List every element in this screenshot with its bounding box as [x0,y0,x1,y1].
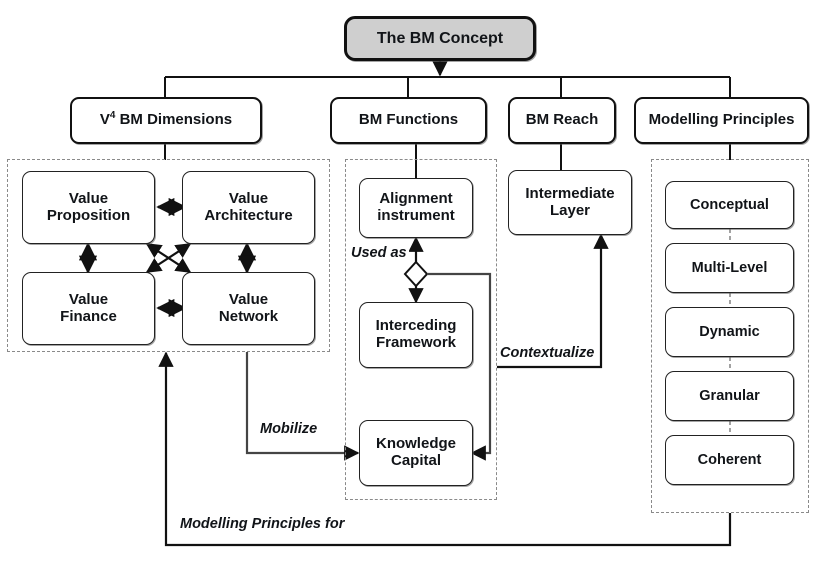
node-label-line2: Proposition [46,206,131,224]
node-value-architecture[interactable]: Value Architecture [182,171,315,244]
node-value-finance[interactable]: Value Finance [22,272,155,345]
node-bm-functions[interactable]: BM Functions [330,97,487,144]
edge-label-contextualize: Contextualize [498,345,597,361]
node-label: Value Proposition [46,189,131,225]
node-label-line2: Capital [390,452,441,469]
node-modelling-principles[interactable]: Modelling Principles [634,97,809,144]
node-label: BM Functions [358,111,459,129]
node-label: Knowledge Capital [375,435,456,470]
node-label-line2: Finance [60,307,117,325]
node-label: The BM Concept [376,29,504,47]
node-label: Dynamic [699,323,760,340]
node-label-line1: Alignment [379,190,453,208]
edge-distribution-bus [164,76,731,97]
edge-mobilize [245,352,360,461]
node-label-line2: Architecture [204,206,293,224]
node-label: Value Architecture [204,189,293,225]
node-label: Modelling Principles [648,111,795,129]
node-label: Value Finance [60,290,117,326]
node-label-line2: instrument [377,207,455,224]
node-label: Intermediate Layer [525,184,615,220]
node-label-line1: Intermediate [525,184,615,202]
node-knowledge-capital[interactable]: Knowledge Capital [359,420,473,486]
node-label-prefix: V [99,111,110,129]
edge-label-mobilize: Mobilize [258,421,320,437]
node-label: BM Reach [525,111,599,129]
edge-label-modelling-principles-for: Modelling Principles for [178,516,347,532]
node-principle-multi-level[interactable]: Multi-Level [665,243,794,293]
node-label: V4 BM Dimensions [99,110,233,129]
node-principle-granular[interactable]: Granular [665,371,794,421]
node-label-line2: Framework [375,334,457,351]
node-label: Value Network [218,290,279,326]
node-principle-coherent[interactable]: Coherent [665,435,794,485]
node-label: Conceptual [690,196,769,213]
node-bm-reach[interactable]: BM Reach [508,97,616,144]
node-principle-dynamic[interactable]: Dynamic [665,307,794,357]
node-label-line1: Interceding [375,317,457,335]
node-label: Granular [699,387,760,404]
node-label-line1: Value [228,189,269,207]
node-label-line1: Knowledge [375,435,456,453]
node-v4-bm-dimensions[interactable]: V4 BM Dimensions [70,97,262,144]
node-interceding-framework[interactable]: Interceding Framework [359,302,473,368]
node-label-line1: Value [68,290,109,308]
node-alignment-instrument[interactable]: Alignment instrument [359,178,473,238]
node-principle-conceptual[interactable]: Conceptual [665,181,794,229]
node-the-bm-concept[interactable]: The BM Concept [344,16,536,61]
node-value-network[interactable]: Value Network [182,272,315,345]
node-label: Interceding Framework [375,317,457,352]
node-label: Alignment instrument [377,190,455,225]
node-label-line2: Network [218,307,279,325]
node-value-proposition[interactable]: Value Proposition [22,171,155,244]
node-label: Multi-Level [691,259,768,276]
node-intermediate-layer[interactable]: Intermediate Layer [508,170,632,235]
node-label: Coherent [697,451,762,468]
node-label-line1: Value [228,290,269,308]
node-label-line2: Layer [549,201,590,219]
node-label-superscript: 4 [109,110,116,122]
node-label-suffix: BM Dimensions [115,111,233,129]
edge-label-used-as: Used as [349,245,409,261]
node-label-line1: Value [68,189,109,207]
